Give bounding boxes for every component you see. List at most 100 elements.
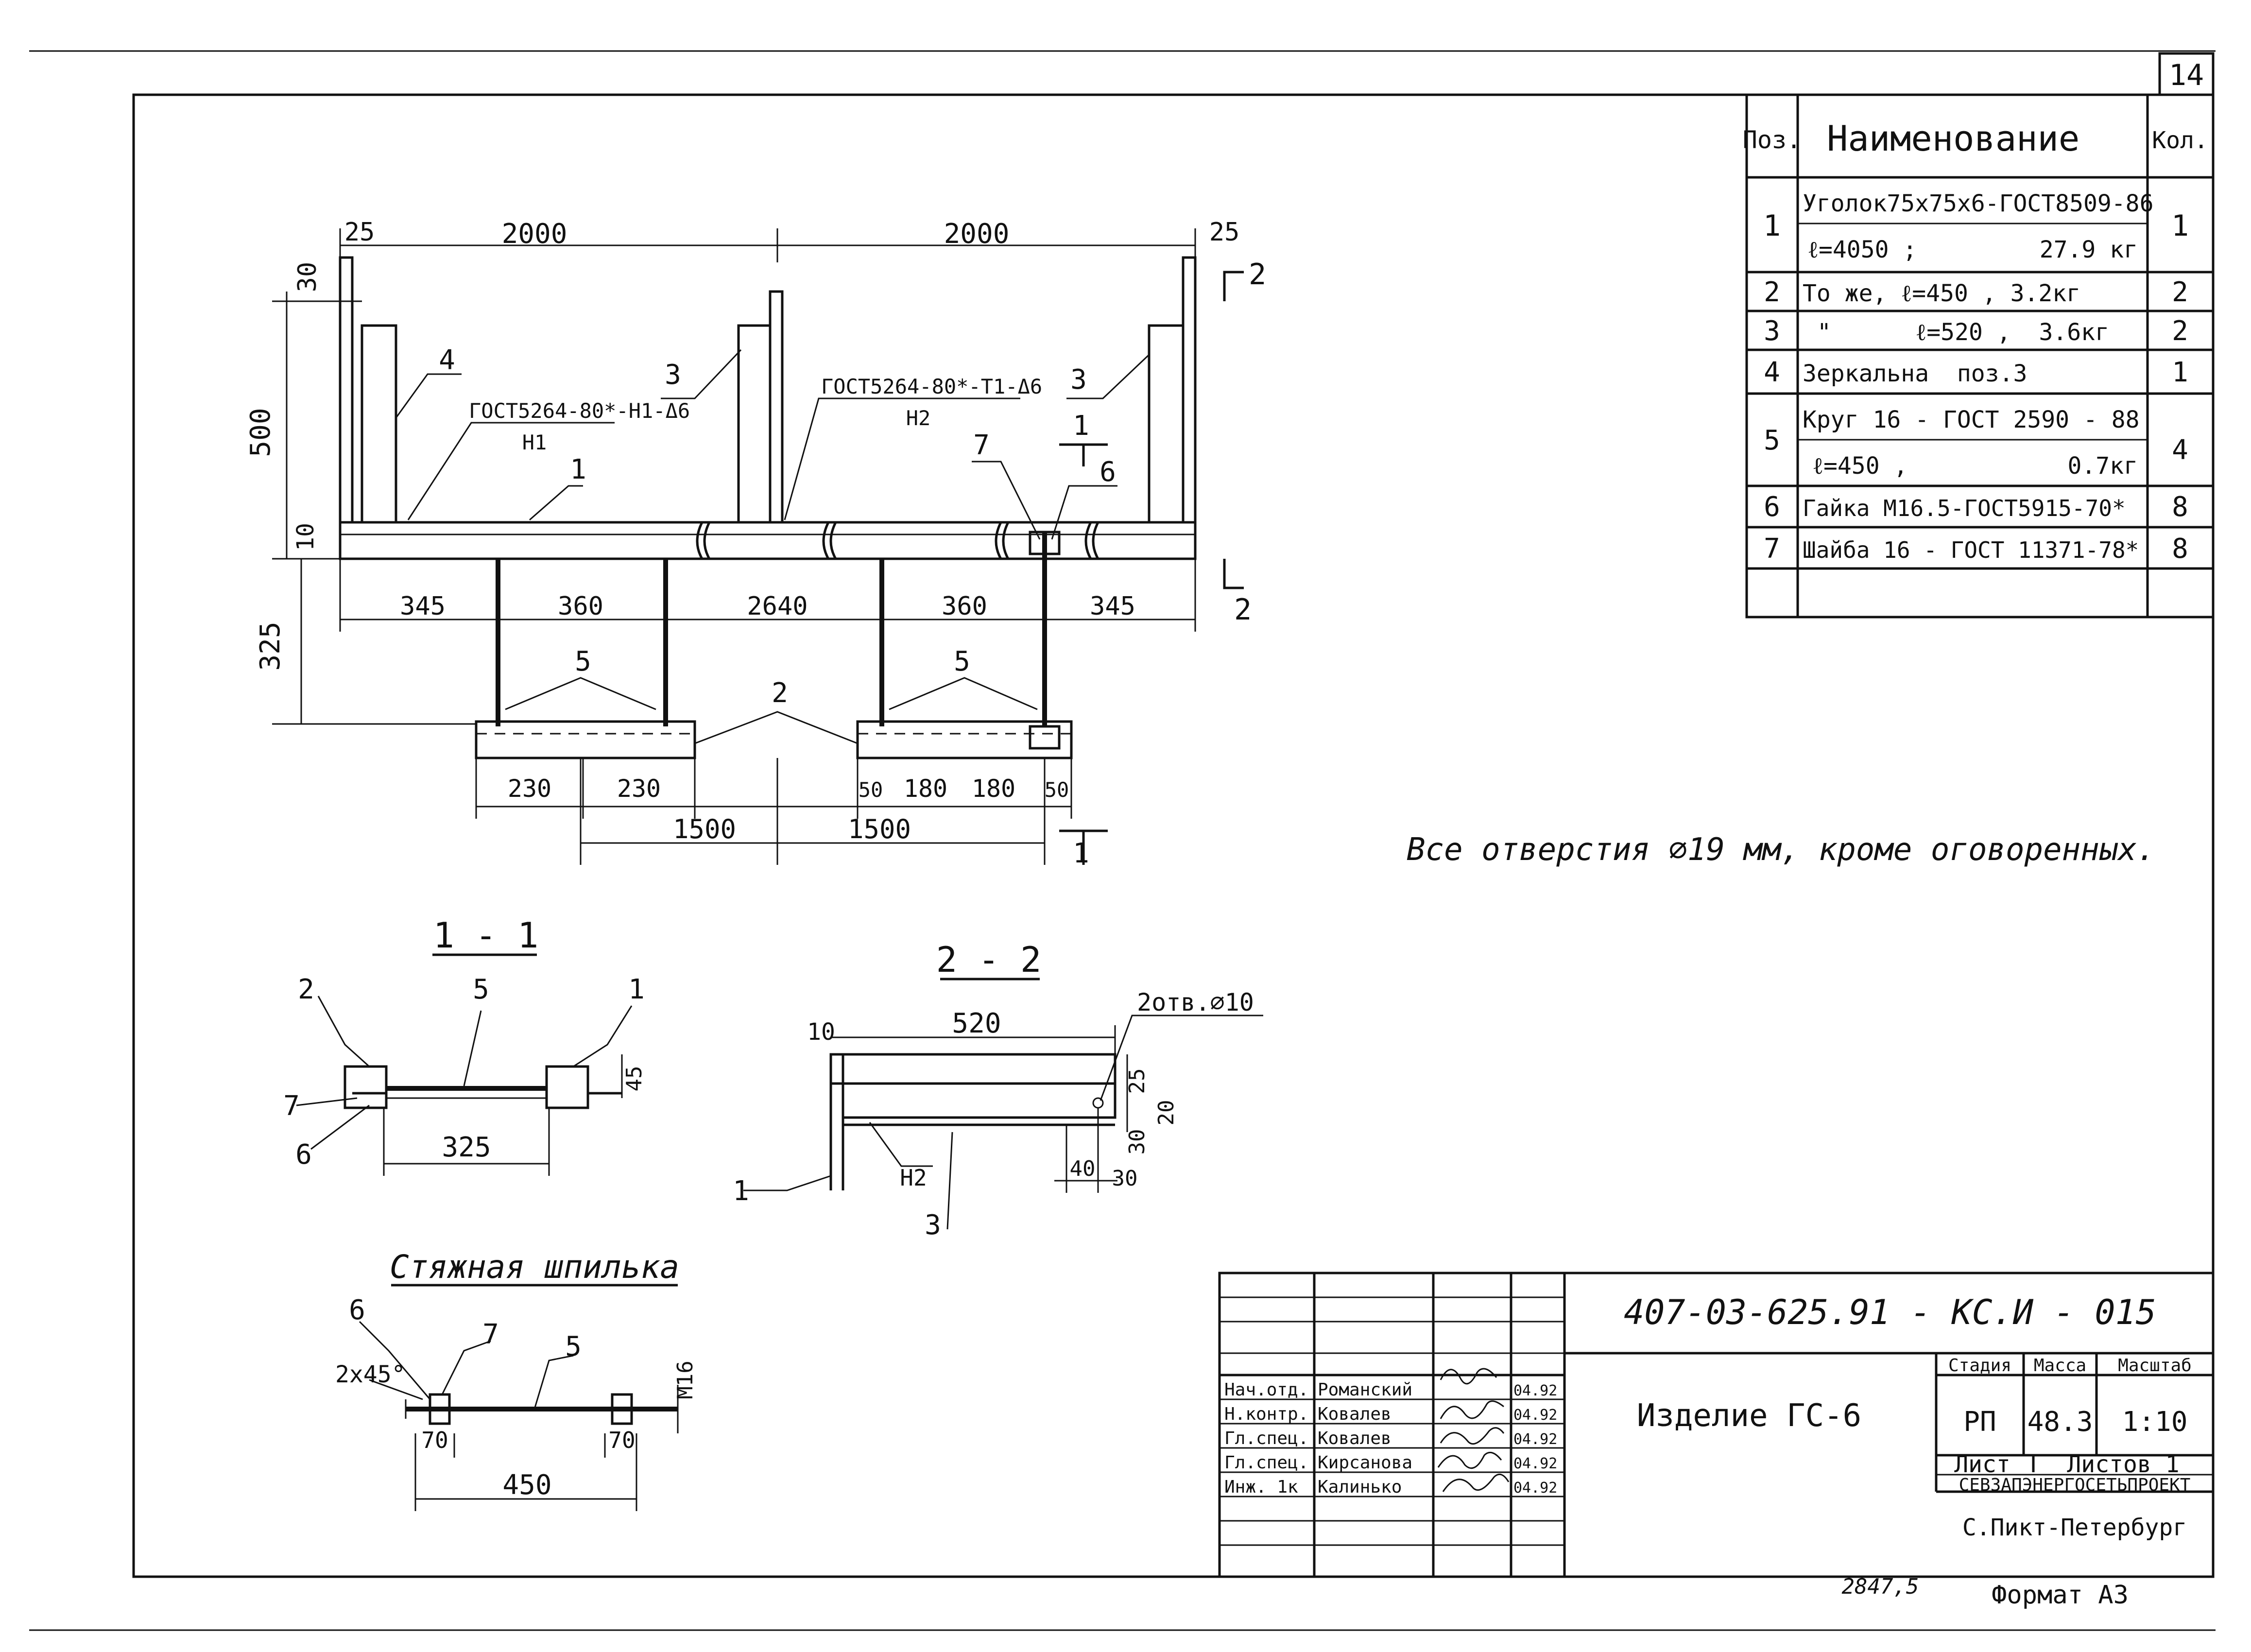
leader-5a: 5 <box>575 646 591 677</box>
sig2-date: 04.92 <box>1513 1407 1557 1424</box>
row5-line3: 0.7кг <box>2068 452 2138 480</box>
row1-qty: 1 <box>2171 209 2189 243</box>
weld-code-left: Н1 <box>522 430 547 454</box>
dim-left-500: 500 <box>245 408 276 457</box>
leader-2: 2 <box>772 677 788 709</box>
sheet-number: 14 <box>2169 58 2204 92</box>
middle-post <box>737 324 772 524</box>
sig3-role: Гл.спец. <box>1224 1428 1308 1448</box>
row3-line1: " ℓ=520 , 3.6кг <box>1817 319 2109 346</box>
s22-dim-10: 10 <box>807 1018 835 1046</box>
stud-dim-70-right: 70 <box>608 1427 635 1453</box>
dim-50-b: 50 <box>1045 778 1069 802</box>
dim-345-right: 345 <box>1090 592 1135 621</box>
s11-leader-2: 2 <box>298 974 314 1005</box>
s22-dim-30-v: 30 <box>1125 1129 1150 1155</box>
city: С.Пикт-Петербург <box>1962 1514 2187 1541</box>
s22-leader-1: 1 <box>733 1175 749 1207</box>
doc-code: 407-03-625.91 - КС.И - 015 <box>1624 1292 2156 1332</box>
row7-line1: Шайба 16 - ГОСТ 11371-78* <box>1803 537 2139 563</box>
row4-pos: 4 <box>1764 357 1780 388</box>
s22-dim-40: 40 <box>1070 1156 1096 1181</box>
main-view: 25 2000 2000 25 30 500 10 325 345 360 26… <box>245 218 1266 869</box>
dim-230-a: 230 <box>508 774 551 803</box>
sheets-label: Листов 1 <box>2067 1451 2179 1478</box>
row3-qty: 2 <box>2172 315 2188 347</box>
leader-6: 6 <box>1100 456 1116 488</box>
sig1-role: Нач.отд. <box>1224 1380 1308 1400</box>
sig4-date: 04.92 <box>1513 1455 1557 1472</box>
dim-top-25-right: 25 <box>1209 218 1240 247</box>
s22-dim-520: 520 <box>952 1008 1001 1039</box>
section-mark-1-top: 1 <box>1073 410 1089 442</box>
dim-top-2000-right: 2000 <box>944 218 1010 250</box>
s22-dim-30-h: 30 <box>1112 1166 1138 1191</box>
handwritten-signatures <box>1437 1368 1510 1492</box>
sig1-name: Романский <box>1318 1380 1412 1400</box>
s11-leader-7: 7 <box>283 1090 300 1122</box>
stage-label: Стадия <box>1948 1356 2011 1376</box>
scale-value: 1:10 <box>2122 1406 2188 1438</box>
section-mark-2-top: 2 <box>1249 258 1266 292</box>
dim-360-left: 360 <box>558 592 603 621</box>
leader-7: 7 <box>973 430 990 461</box>
sig3-date: 04.92 <box>1513 1431 1557 1448</box>
dim-230-b: 230 <box>617 774 661 803</box>
dim-1500-right: 1500 <box>848 814 911 844</box>
leader-3b: 3 <box>1070 364 1087 396</box>
s11-dim-45: 45 <box>622 1066 647 1092</box>
row1-line3: 27.9 кг <box>2040 236 2138 263</box>
bottom-angle-right <box>856 720 1073 759</box>
stud-dim-70-left: 70 <box>421 1427 448 1453</box>
row3-pos: 3 <box>1764 315 1780 347</box>
s22-dim-25: 25 <box>1125 1068 1150 1094</box>
dim-left-30: 30 <box>293 262 322 293</box>
stud-leader-6: 6 <box>349 1294 365 1326</box>
stud-title: Стяжная шпилька <box>390 1248 679 1286</box>
section-2-2-title: 2 - 2 <box>936 939 1042 980</box>
sig4-role: Гл.спец. <box>1224 1453 1308 1473</box>
leader-5b: 5 <box>954 646 970 677</box>
dim-360-right: 360 <box>942 592 987 621</box>
dim-2640: 2640 <box>747 592 808 621</box>
section-1-1: 1 - 1 2 5 1 7 6 45 325 <box>283 915 647 1176</box>
row5-qty: 4 <box>2172 434 2188 466</box>
general-note: Все отверстия ∅19 мм, кроме оговоренных. <box>1407 832 2155 868</box>
row4-qty: 1 <box>2172 357 2188 388</box>
section-mark-1-bottom: 1 <box>1073 838 1089 869</box>
row5-line2: ℓ=450 , <box>1812 452 1907 480</box>
s11-leader-5: 5 <box>473 974 489 1005</box>
s22-leader-3: 3 <box>925 1209 941 1241</box>
row2-line1: То же, ℓ=450 , 3.2кг <box>1803 280 2080 307</box>
format-label: Формат А3 <box>1992 1581 2129 1610</box>
dim-180-a: 180 <box>904 774 947 803</box>
dim-180-b: 180 <box>972 774 1015 803</box>
row1-line1: Уголок75х75х6-ГОСТ8509-86 <box>1803 190 2153 217</box>
s11-dim-325: 325 <box>442 1132 491 1163</box>
stud-chamfer: 2х45° <box>335 1361 406 1388</box>
left-post <box>361 324 397 524</box>
sig1-date: 04.92 <box>1513 1382 1557 1399</box>
row7-pos: 7 <box>1764 533 1780 565</box>
weld-note-left: ГОСТ5264-80*-Н1-Δ6 <box>469 399 690 423</box>
sig5-name: Калинько <box>1318 1477 1402 1497</box>
sig5-date: 04.92 <box>1513 1480 1557 1497</box>
section-mark-2-bottom: 2 <box>1234 593 1252 627</box>
organization: СЕВЗАПЭНЕРГОСЕТЬПРОЕКТ <box>1959 1475 2191 1495</box>
dim-50-a: 50 <box>859 778 883 802</box>
sig2-name: Ковалев <box>1318 1404 1392 1424</box>
row1-pos: 1 <box>1763 209 1781 243</box>
stud-detail: Стяжная шпилька 2х45° 6 7 5 М16 70 70 45… <box>335 1248 698 1511</box>
section-1-1-title: 1 - 1 <box>433 915 539 956</box>
stud-dim-450: 450 <box>502 1469 551 1501</box>
stud-leader-7: 7 <box>482 1319 499 1350</box>
row6-pos: 6 <box>1764 491 1780 523</box>
sig5-role: Инж. 1к <box>1224 1477 1298 1497</box>
leader-1: 1 <box>570 454 586 485</box>
header-pos: Поз. <box>1743 126 1801 154</box>
weld-code-right: Н2 <box>906 406 931 430</box>
row6-qty: 8 <box>2172 491 2188 523</box>
stud-leader-5: 5 <box>565 1331 582 1362</box>
dim-345-left: 345 <box>400 592 446 621</box>
